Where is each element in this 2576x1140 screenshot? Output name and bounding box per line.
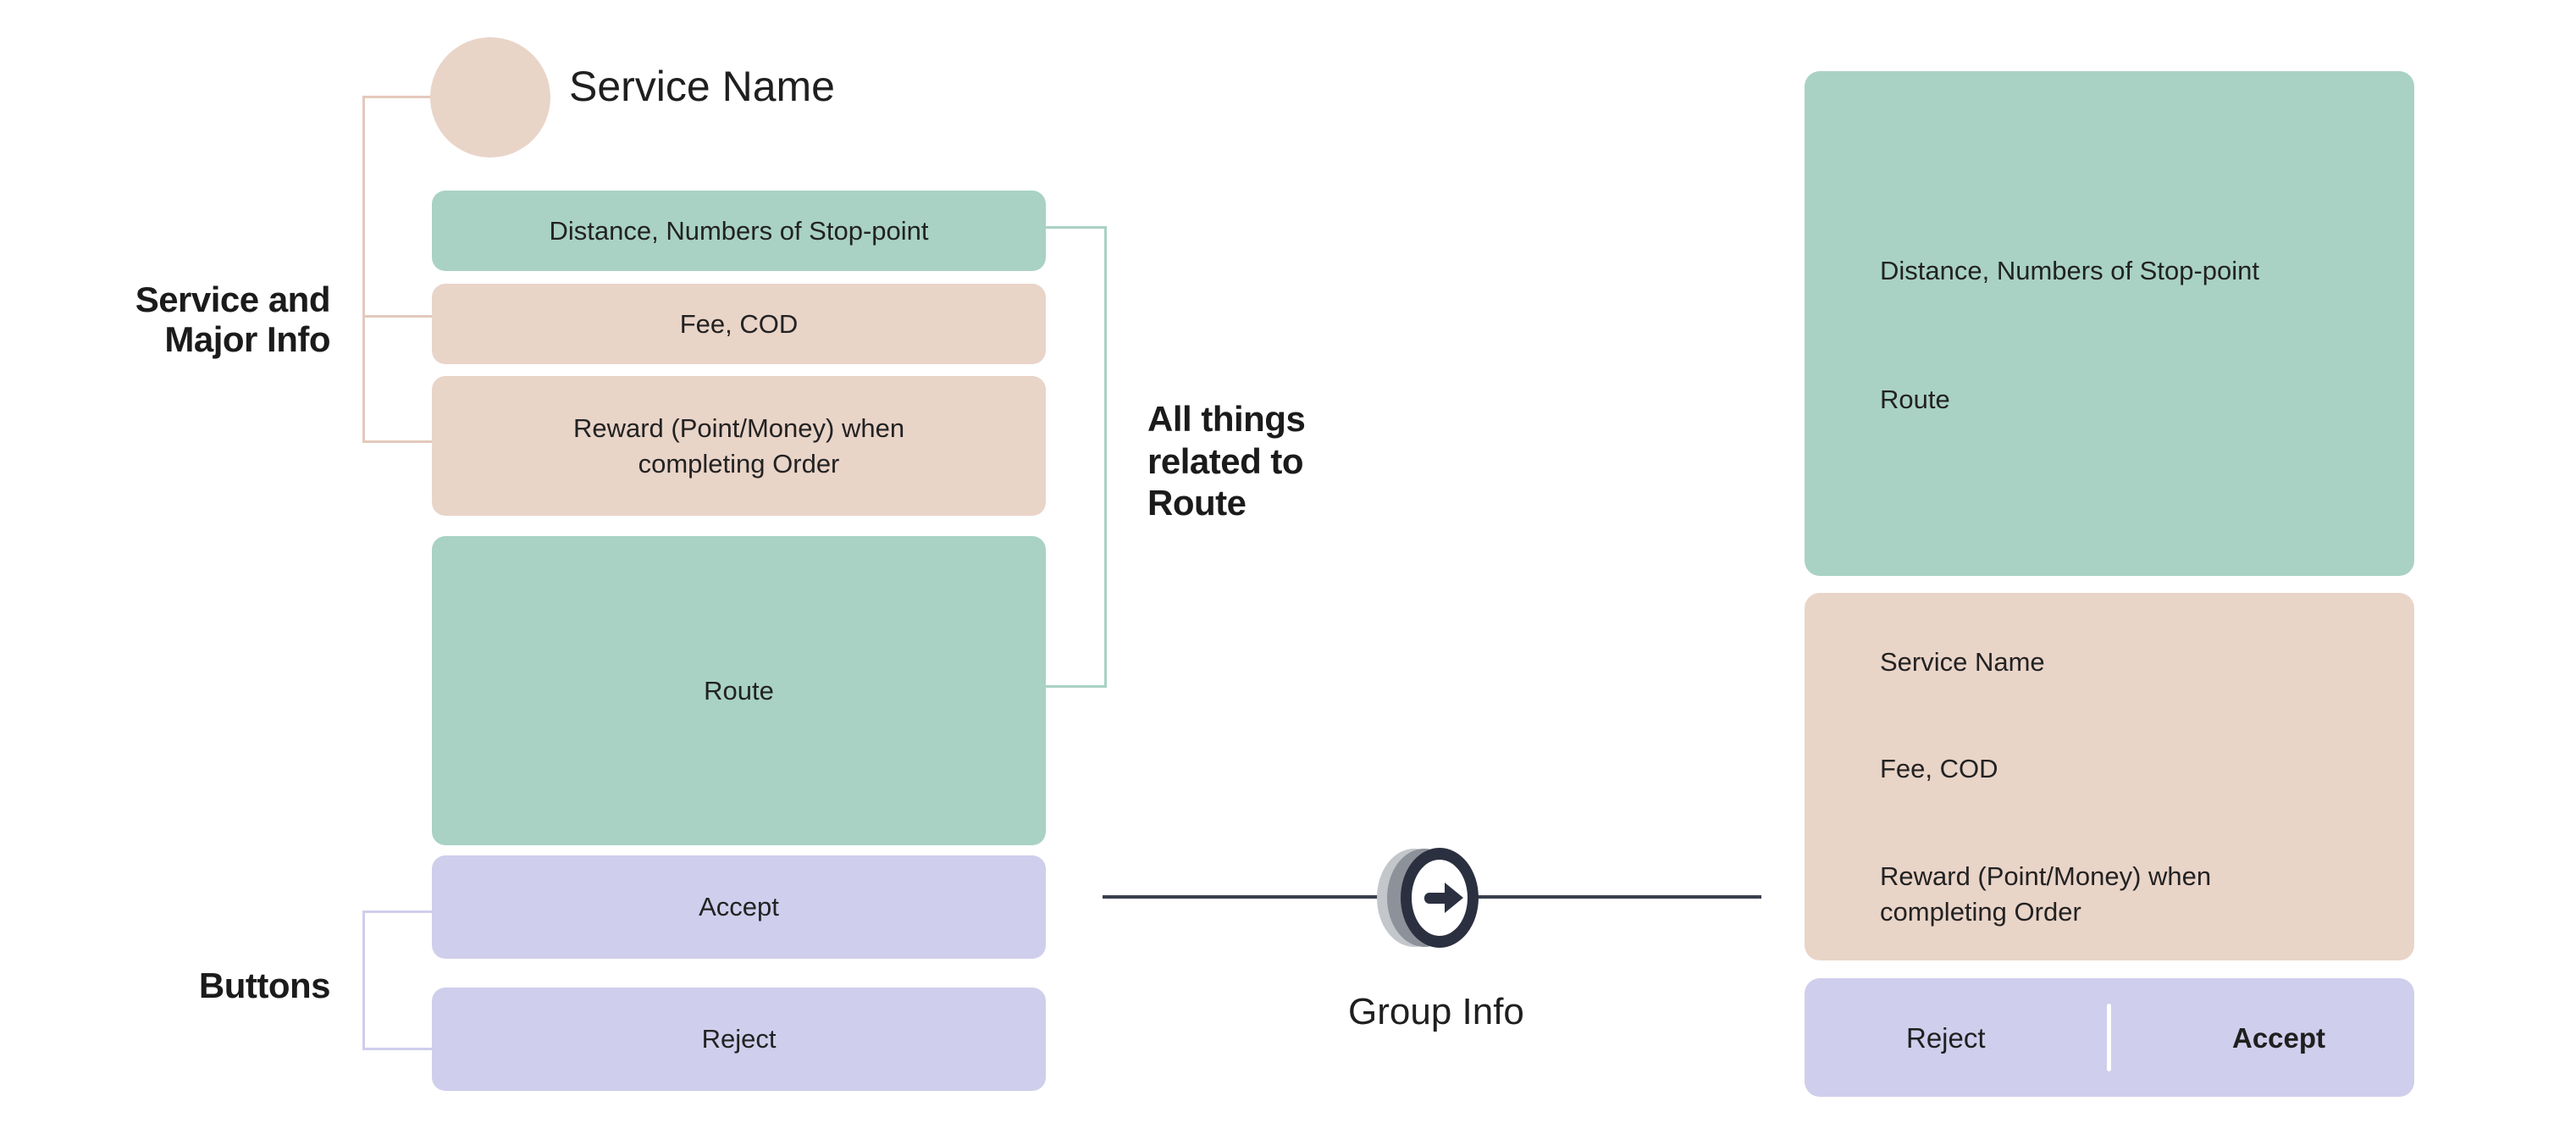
card-reward[interactable]: Reward (Point/Money) when completing Ord… [432,376,1046,516]
bracket-buttons [362,910,435,1050]
panel-reject-button[interactable]: Reject [1906,1022,1986,1054]
card-route[interactable]: Route [432,536,1046,845]
card-reject-label: Reject [701,1024,777,1054]
card-distance-stop-point-label: Distance, Numbers of Stop-point [549,215,929,246]
service-name-label: Service Name [569,63,835,110]
card-accept[interactable]: Accept [432,855,1046,959]
card-route-label: Route [704,675,774,706]
bracket-route-related [1046,226,1107,688]
card-accept-label: Accept [699,892,779,922]
panel-route-line-route: Route [1880,385,1950,414]
annotation-route-related: All things related to Route [1147,399,1306,523]
card-reject[interactable]: Reject [432,988,1046,1091]
panel-accept-button[interactable]: Accept [2232,1022,2326,1054]
panel-service-info[interactable]: Service Name Fee, COD Reward (Point/Mone… [1805,593,2414,960]
group-info-label: Group Info [1348,991,1524,1032]
bracket-service-middle-arm [362,315,435,318]
card-reward-label: Reward (Point/Money) when completing Ord… [572,412,905,479]
panel-route-info[interactable]: Distance, Numbers of Stop-point Route [1805,71,2414,576]
card-fee-cod[interactable]: Fee, COD [432,284,1046,364]
panel-info-line-reward: Reward (Point/Money) when completing Ord… [1880,861,2212,927]
panel-action-bar: Reject Accept [1805,978,2414,1097]
panel-route-line-distance: Distance, Numbers of Stop-point [1880,256,2259,285]
annotation-buttons: Buttons [198,966,331,1005]
arrow-right-circle-icon[interactable] [1362,838,1514,957]
service-avatar-circle [430,37,550,158]
card-fee-cod-label: Fee, COD [679,308,799,339]
action-bar-divider [2107,1004,2111,1071]
panel-info-line-fee-cod: Fee, COD [1880,754,1998,783]
card-distance-stop-point[interactable]: Distance, Numbers of Stop-point [432,191,1046,271]
annotation-service-major-info: Service and Major Info [135,279,331,360]
panel-info-line-service-name: Service Name [1880,647,2045,677]
bracket-service-major-info [362,96,435,443]
